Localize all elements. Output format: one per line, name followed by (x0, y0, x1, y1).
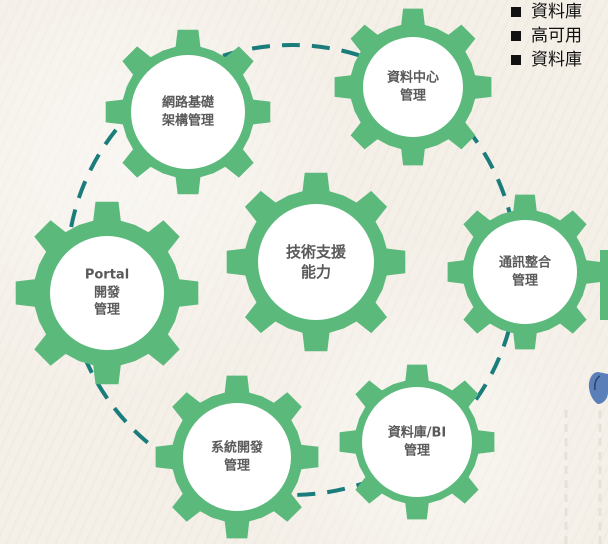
person-head-icon (588, 372, 608, 404)
gear-label-portal: Portal 開發管理 (85, 267, 129, 320)
gear-label-line: 技術支援 (285, 242, 347, 261)
bullet-item: 高可用 (511, 24, 582, 48)
gear-label-line: 通訊整合 (498, 255, 552, 271)
gear-hub-portal (50, 236, 164, 350)
gear-hub-dbbi (362, 387, 472, 497)
gear-label-line: 架構管理 (161, 113, 215, 128)
gear-label-network: 網路基礎架構管理 (162, 94, 214, 129)
gear-label-line: 能力 (300, 263, 332, 281)
gear-hub-tech (258, 204, 374, 320)
bullet-list: 資料庫 高可用 資料庫 (511, 0, 582, 72)
gear-hub-sysdev (183, 403, 291, 511)
gear-hub-comm (473, 220, 577, 324)
gear-label-line: 系統開發 (210, 440, 264, 456)
gear-label-line: 管理 (403, 443, 430, 458)
bullet-item: 資料庫 (511, 0, 582, 24)
gear-hub-datacenter (363, 37, 463, 137)
gear-label-line: 資料庫/BI (387, 425, 447, 441)
gear-label-tech: 技術支援能力 (286, 242, 346, 283)
partial-gear-edge (600, 250, 608, 320)
gear-label-line: 開發 (93, 285, 121, 301)
gear-label-comm: 通訊整合管理 (499, 254, 551, 289)
gear-label-line: 網路基礎 (161, 95, 215, 111)
gear-label-datacenter: 資料中心管理 (387, 69, 439, 104)
gear-label-line: 管理 (511, 273, 539, 288)
gear-label-line: Portal (84, 267, 130, 283)
gear-label-sysdev: 系統開發管理 (211, 439, 263, 474)
bullet-item: 資料庫 (511, 48, 582, 72)
gear-hub-network (131, 55, 245, 169)
gear-label-line: 管理 (223, 458, 251, 473)
gear-label-dbbi: 資料庫/BI 管理 (388, 424, 447, 459)
gear-label-line: 資料中心 (386, 70, 440, 86)
gear-label-line: 管理 (399, 88, 427, 103)
gear-label-line: 管理 (93, 302, 121, 318)
